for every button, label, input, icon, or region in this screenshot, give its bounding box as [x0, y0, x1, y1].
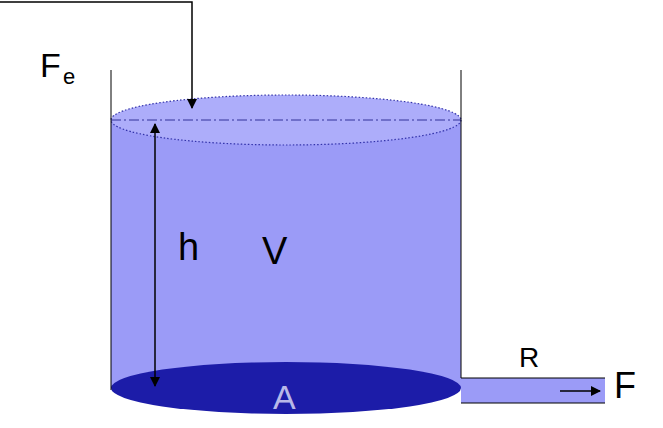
liquid-body: [111, 120, 461, 388]
flow-label: F: [40, 48, 61, 82]
liquid-surface: [111, 95, 461, 145]
flow-subscript: e: [63, 66, 75, 88]
resistance-label: R: [519, 344, 539, 372]
inflow-arrow: [0, 2, 192, 108]
level-line: [111, 120, 461, 121]
height-arrow: [154, 124, 156, 386]
volume-label: V: [262, 232, 287, 270]
tank-wall: [461, 70, 462, 378]
area-label: A: [273, 380, 296, 414]
pipe-edge: [461, 378, 605, 379]
tank-bottom: [111, 362, 461, 414]
height-label: h: [178, 228, 199, 266]
tank-wall: [111, 70, 112, 390]
pipe-edge: [461, 403, 605, 404]
outflow-label: F: [614, 368, 636, 404]
outlet-pipe: [461, 378, 605, 403]
outflow-arrow: [560, 390, 600, 392]
